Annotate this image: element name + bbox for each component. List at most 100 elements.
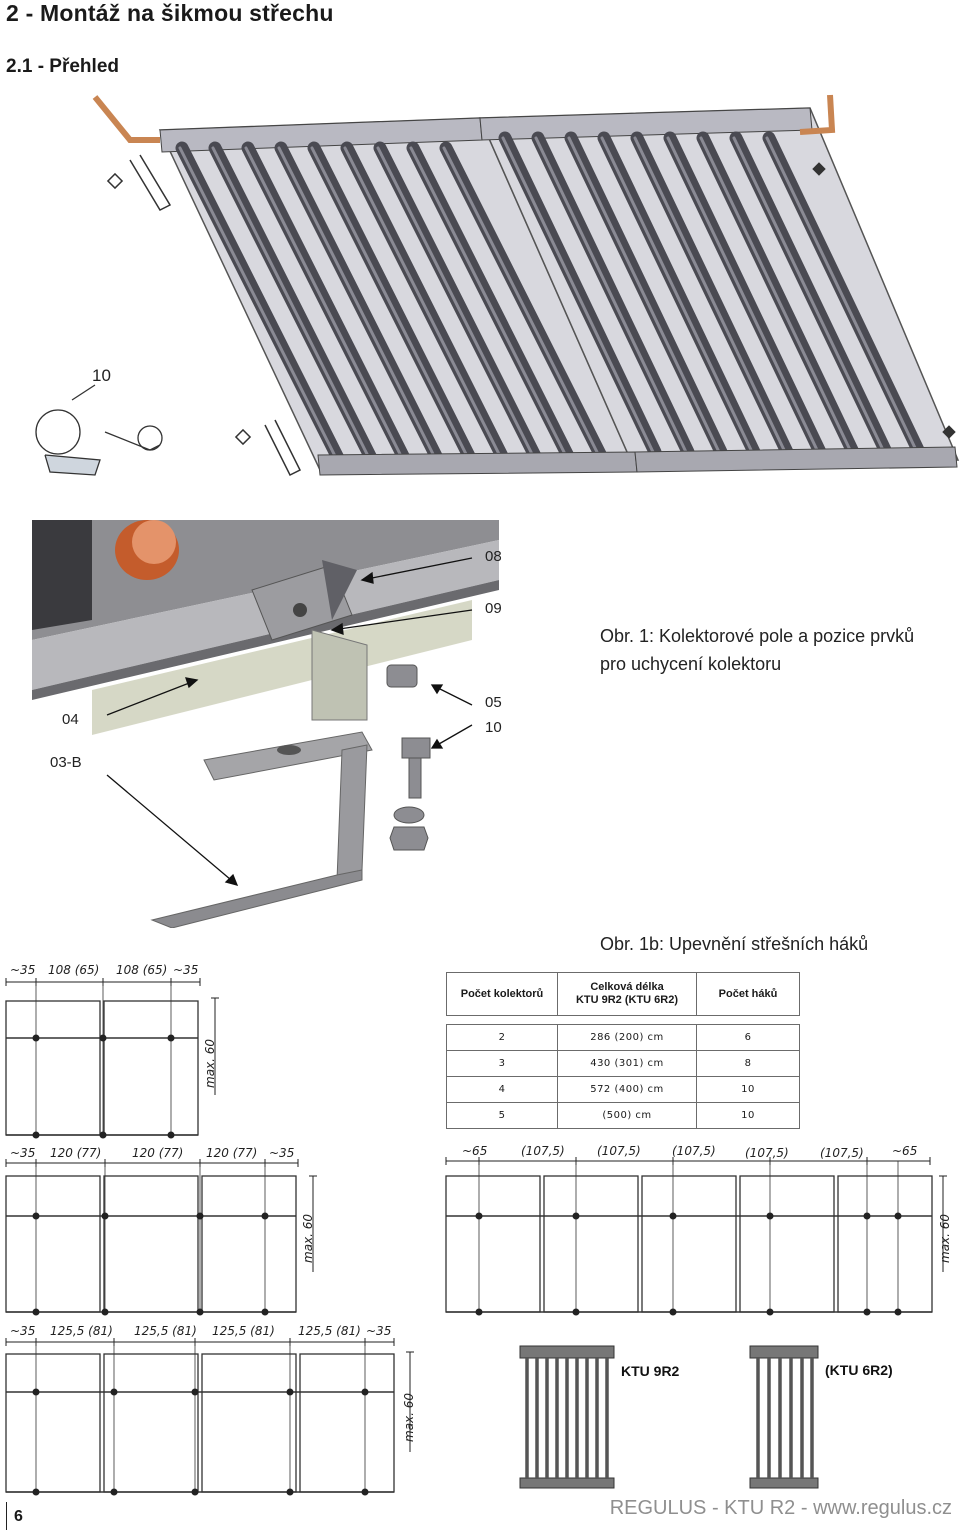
roof-hook-bottom (234, 419, 302, 477)
vacuum-tube-highlight (633, 136, 787, 454)
dim-height-label: max. 60 (203, 1038, 217, 1088)
callout-leader-lines (106, 557, 473, 886)
footer-brand: REGULUS - KTU R2 - www.regulus.cz (609, 1497, 952, 1519)
vacuum-tube (406, 141, 576, 465)
dim-label: (107,5) (597, 1144, 641, 1158)
callout-05: 05 (485, 694, 502, 711)
vacuum-tube-highlight (600, 136, 754, 454)
dim-label: ~35 (10, 1324, 36, 1338)
dim-label: 120 (77) (132, 1146, 184, 1160)
hook-point (286, 1388, 294, 1396)
vacuum-tube (762, 131, 926, 459)
collector-outline (201, 1353, 297, 1493)
dim-label: 120 (77) (206, 1146, 258, 1160)
cell: (500) cm (557, 1102, 697, 1129)
vacuum-tube-highlight (409, 146, 569, 460)
dim-label: ~35 (173, 963, 199, 977)
dim-label: (107,5) (820, 1146, 864, 1160)
dim-label: 120 (77) (50, 1146, 102, 1160)
hook-point (894, 1212, 902, 1220)
hook-point (361, 1388, 369, 1396)
hook-point (101, 1212, 109, 1220)
hook-point (191, 1388, 199, 1396)
vacuum-tube-highlight (277, 146, 437, 460)
detail-zoom (35, 384, 163, 476)
dim-label: ~35 (10, 963, 36, 977)
hook-point (475, 1212, 483, 1220)
th-total-length-line2: KTU 9R2 (KTU 6R2) (575, 994, 679, 1006)
vacuum-tube (373, 141, 543, 465)
vacuum-tube (729, 131, 893, 459)
callout-10: 10 (485, 719, 502, 736)
dim-height-label: max. 60 (402, 1392, 416, 1442)
hook-point (572, 1212, 580, 1220)
vacuum-tube (498, 131, 662, 459)
ktu-9r2-thumbnail (519, 1345, 615, 1489)
vacuum-tube (630, 131, 794, 459)
dim-label: (107,5) (745, 1146, 789, 1160)
vacuum-tube-highlight (501, 136, 655, 454)
hook-point (101, 1308, 109, 1316)
collector-outline (201, 1175, 297, 1313)
cell: 286 (200) cm (557, 1024, 697, 1051)
vacuum-tube-highlight (567, 136, 721, 454)
vacuum-tube-highlight (310, 146, 470, 460)
vacuum-tube-highlight (343, 146, 503, 460)
collector-outline (103, 1353, 199, 1493)
hook-point (32, 1131, 40, 1139)
hook-point (863, 1212, 871, 1220)
collector-outline (5, 1000, 101, 1136)
hook-point (669, 1212, 677, 1220)
collector-outline (103, 1000, 199, 1136)
cell: 10 (696, 1076, 800, 1103)
dim-height-label: max. 60 (301, 1213, 315, 1263)
callout-09: 09 (485, 600, 502, 617)
dim-label: 125,5 (81) (212, 1324, 275, 1338)
hook-point (669, 1308, 677, 1316)
vacuum-tube-highlight (376, 146, 536, 460)
dim-label: ~65 (462, 1144, 488, 1158)
hook-point (286, 1488, 294, 1496)
cell: 8 (696, 1050, 800, 1077)
cell: 10 (696, 1102, 800, 1129)
vacuum-tube (696, 131, 860, 459)
vacuum-tube (208, 141, 378, 465)
dim-label: 125,5 (81) (50, 1324, 113, 1338)
figure1b-caption: Obr. 1b: Upevnění střešních háků (600, 934, 869, 954)
section-heading: 2 - Montáž na šikmou střechu (6, 0, 334, 26)
hook-detail-render (32, 520, 499, 928)
page-number-bar (6, 1502, 7, 1530)
table-row: 5 (500) cm 10 (446, 1102, 800, 1129)
hook-point (766, 1212, 774, 1220)
vacuum-tube-highlight (534, 136, 688, 454)
hook-point (167, 1131, 175, 1139)
subsection-heading: 2.1 - Přehled (6, 56, 119, 77)
vacuum-tube-highlight (765, 136, 919, 454)
table-row: 3 430 (301) cm 8 (446, 1050, 800, 1077)
hook-point (572, 1308, 580, 1316)
figure1-caption-line2: pro uchycení kolektoru (600, 654, 782, 674)
dim-label: 108 (65) (116, 963, 168, 977)
collector-outline (5, 1353, 101, 1493)
collector-outline (299, 1353, 395, 1493)
dim-label: 108 (65) (48, 963, 100, 977)
roof-hook-top-left (106, 154, 172, 211)
vacuum-tube (564, 131, 728, 459)
hook-point (766, 1308, 774, 1316)
hook-point (167, 1034, 175, 1042)
hook-point (32, 1388, 40, 1396)
collector-outline (837, 1175, 933, 1313)
hook-point (110, 1388, 118, 1396)
collector-outline (543, 1175, 639, 1313)
vacuum-tube-highlight (244, 146, 404, 460)
hook-point (110, 1488, 118, 1496)
hook-point (894, 1308, 902, 1316)
hook-point (361, 1488, 369, 1496)
hook-point (32, 1308, 40, 1316)
table-header-row: Počet kolektorů Celková délka KTU 9R2 (K… (446, 972, 800, 1016)
vacuum-tube-highlight (211, 146, 371, 460)
hook-point (261, 1308, 269, 1316)
figure1-caption: Obr. 1: Kolektorové pole a pozice prvků … (600, 622, 914, 678)
collector-outline (739, 1175, 835, 1313)
dim-label: 125,5 (81) (298, 1324, 361, 1338)
